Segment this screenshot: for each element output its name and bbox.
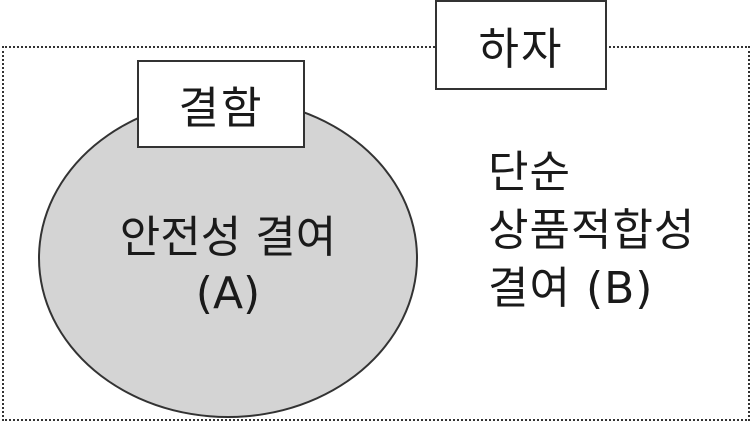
outer-region-label-box: 하자 xyxy=(435,0,607,90)
inner-region-label: 결함 xyxy=(178,83,264,134)
outer-region-text-line3: 결여 (B) xyxy=(488,263,654,314)
inner-region-text-line1: 안전성 결여 xyxy=(119,212,337,263)
outer-region-text-line1: 단순 xyxy=(488,147,571,198)
outer-region-box xyxy=(2,46,750,421)
outer-region-text-line2: 상품적합성 xyxy=(488,205,696,256)
inner-region-label-box: 결함 xyxy=(137,60,305,148)
outer-region-text: 단순 상품적합성 결여 (B) xyxy=(488,144,695,318)
inner-region-text-line2: (A) xyxy=(195,268,261,319)
inner-region-text: 안전성 결여 (A) xyxy=(38,210,418,322)
outer-region-label: 하자 xyxy=(478,24,564,75)
inner-region-ellipse xyxy=(38,98,418,418)
